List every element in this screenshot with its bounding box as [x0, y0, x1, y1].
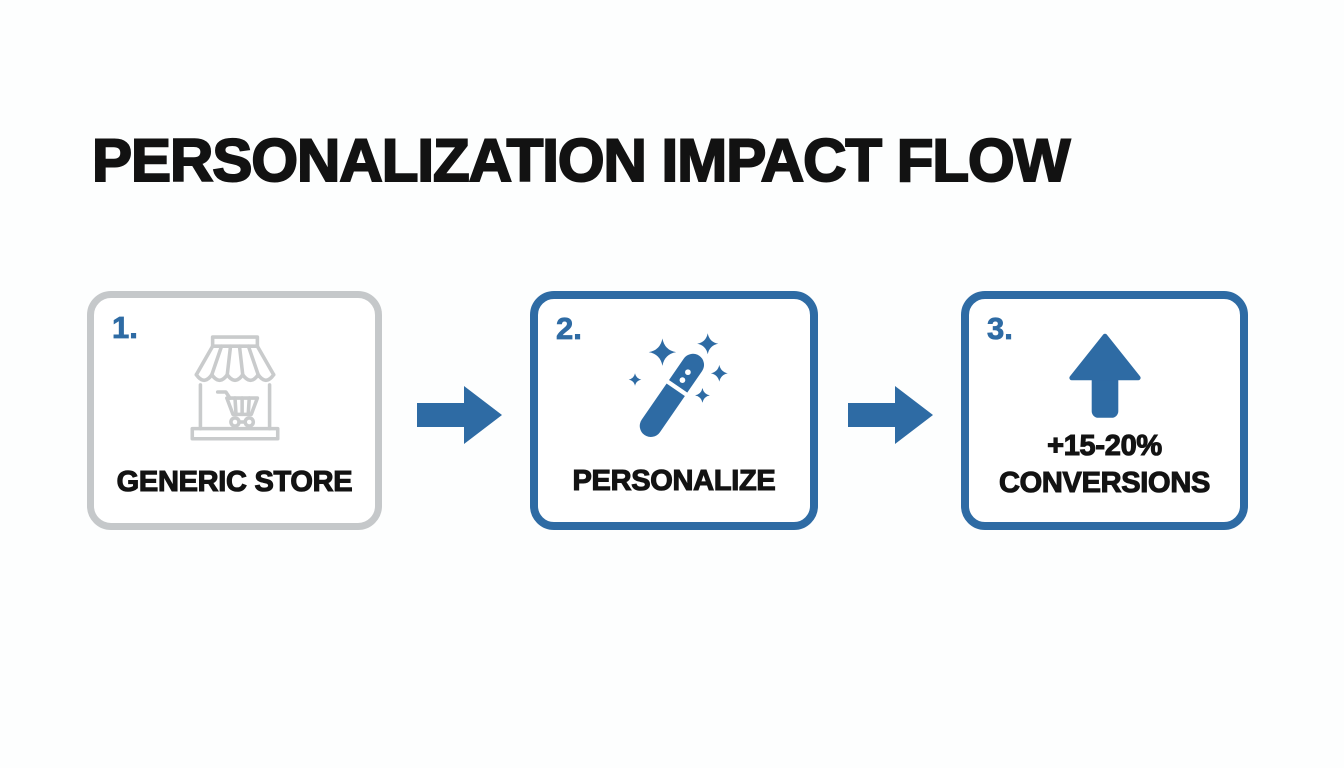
storefront-cart-icon — [94, 334, 375, 452]
step-label-line1: +15-20% — [1047, 429, 1163, 462]
right-arrow-icon — [848, 386, 933, 449]
step-number: 1. — [112, 310, 139, 346]
step-number: 3. — [987, 311, 1014, 347]
step-box-generic-store: 1. — [87, 291, 382, 530]
step-label-line2: CONVERSIONS — [998, 466, 1210, 499]
step-box-personalize: 2. PERSONALIZE — [530, 291, 818, 530]
step-box-conversions: 3. +15-20% CONVERSIONS — [961, 291, 1248, 530]
step-label: PERSONALIZE — [572, 464, 776, 497]
page-title: PERSONALIZATION IMPACT FLOW — [91, 126, 1071, 195]
step-label: +15-20% CONVERSIONS — [969, 428, 1240, 502]
right-arrow-icon — [417, 386, 502, 449]
magic-wand-icon — [538, 329, 810, 447]
step-number: 2. — [556, 311, 583, 347]
up-arrow-icon — [969, 331, 1240, 421]
step-label: GENERIC STORE — [116, 465, 353, 498]
